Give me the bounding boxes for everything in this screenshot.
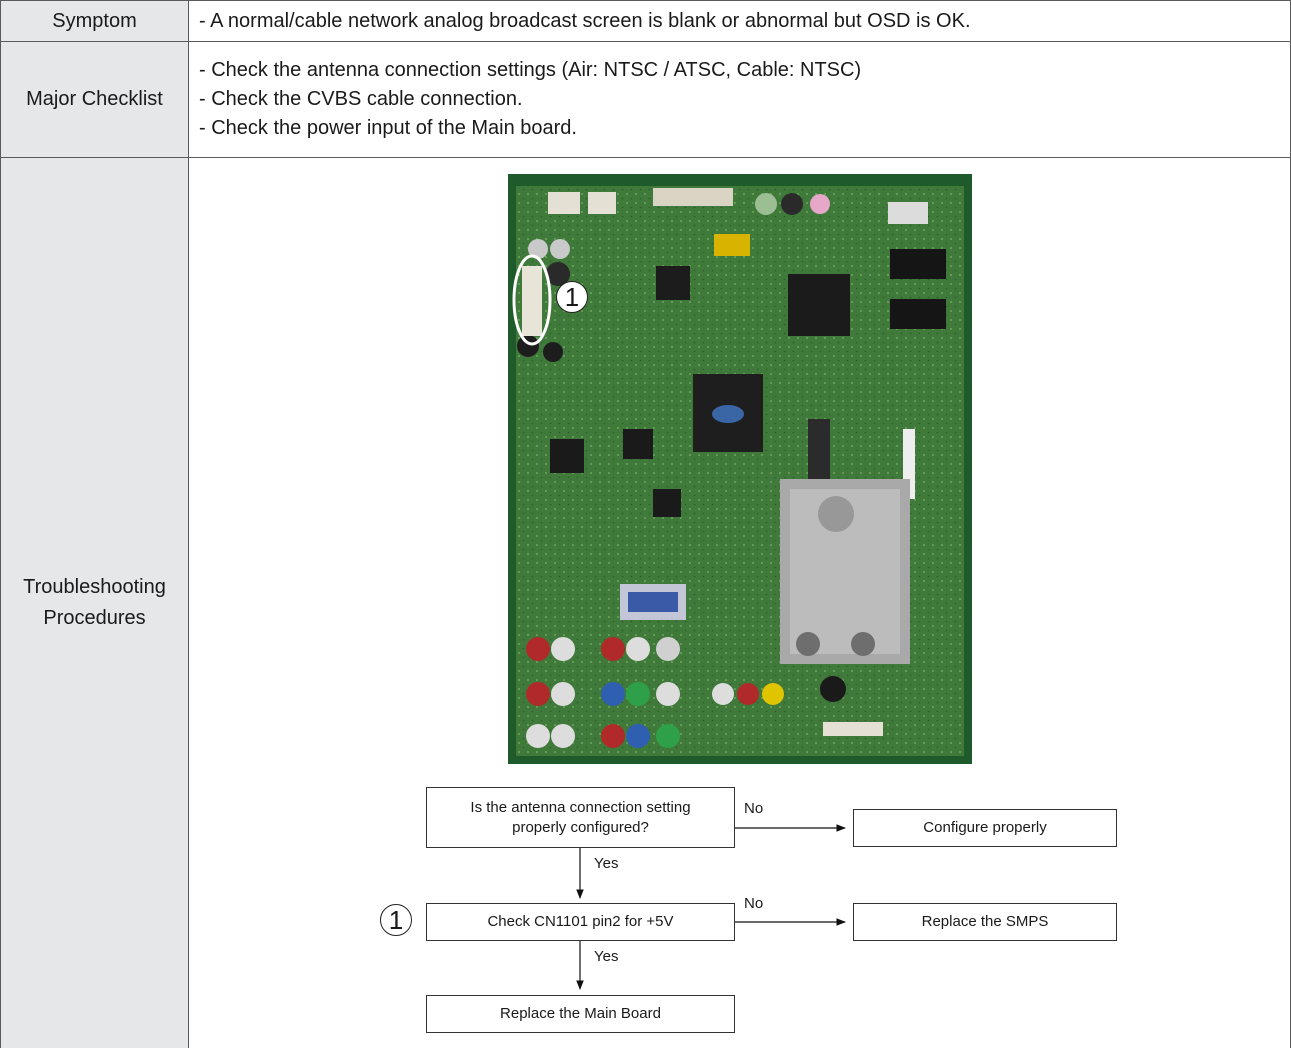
checklist-row: Major Checklist - Check the antenna conn… [0, 41, 1291, 158]
checklist-item: - Check the power input of the Main boar… [189, 114, 1290, 143]
symptom-label: Symptom [0, 0, 188, 42]
checklist-label: Major Checklist [0, 41, 188, 158]
flow-check-cn1101: Check CN1101 pin2 for +5V [426, 903, 735, 941]
symptom-text: - A normal/cable network analog broadcas… [189, 7, 971, 36]
checklist-item: - Check the antenna connection settings … [189, 56, 1290, 85]
flow-action-replace-main-board: Replace the Main Board [426, 995, 735, 1033]
procedures-label-line2: Procedures [23, 603, 166, 634]
flow-question-antenna-line1: Is the antenna connection setting [470, 798, 690, 818]
flow-no-label: No [744, 895, 763, 912]
flow-marker-1: 1 [380, 904, 412, 936]
flow-yes-label: Yes [594, 948, 618, 965]
checklist-content: - Check the antenna connection settings … [188, 41, 1291, 158]
flow-action-configure: Configure properly [853, 809, 1117, 847]
flow-no-label: No [744, 800, 763, 817]
photo-marker-1: 1 [556, 281, 588, 313]
symptom-row: Symptom - A normal/cable network analog … [0, 0, 1291, 42]
symptom-content: - A normal/cable network analog broadcas… [188, 0, 1291, 42]
procedures-label-line1: Troubleshooting [23, 572, 166, 603]
flow-question-antenna: Is the antenna connection setting proper… [426, 787, 735, 848]
main-board-photo [508, 174, 972, 764]
flow-action-replace-smps: Replace the SMPS [853, 903, 1117, 941]
flow-question-antenna-line2: properly configured? [470, 818, 690, 838]
procedures-label: Troubleshooting Procedures [0, 157, 188, 1048]
flow-yes-label: Yes [594, 855, 618, 872]
checklist-item: - Check the CVBS cable connection. [189, 85, 1290, 114]
